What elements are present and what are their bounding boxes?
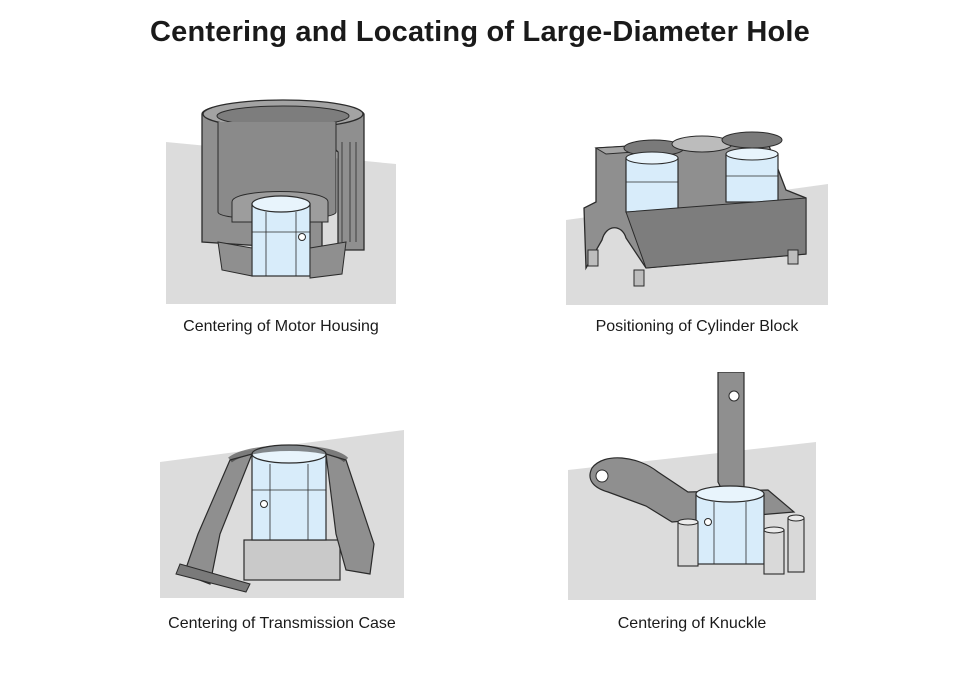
caption-knuckle: Centering of Knuckle xyxy=(617,615,767,632)
transmission-case-illustration xyxy=(160,430,404,598)
caption-cylinder-block: Positioning of Cylinder Block xyxy=(595,318,799,335)
clamp-cylinder xyxy=(695,493,765,565)
clamp-cylinder-left xyxy=(625,157,679,213)
clamp-cylinder xyxy=(251,453,327,541)
motor-housing-illustration xyxy=(166,99,396,304)
figure-knuckle xyxy=(568,372,816,600)
page-title: Centering and Locating of Large-Diameter… xyxy=(150,16,810,48)
figure-motor-housing xyxy=(166,92,396,304)
clamp-cylinder-right xyxy=(725,153,779,203)
cylinder-block-illustration xyxy=(566,131,828,305)
figure-transmission-case xyxy=(160,424,404,598)
caption-transmission-case: Centering of Transmission Case xyxy=(168,615,396,632)
base-block xyxy=(243,539,341,581)
caption-motor-housing: Centering of Motor Housing xyxy=(183,318,379,335)
figure-cylinder-block xyxy=(566,128,828,305)
knuckle-illustration xyxy=(568,372,816,600)
